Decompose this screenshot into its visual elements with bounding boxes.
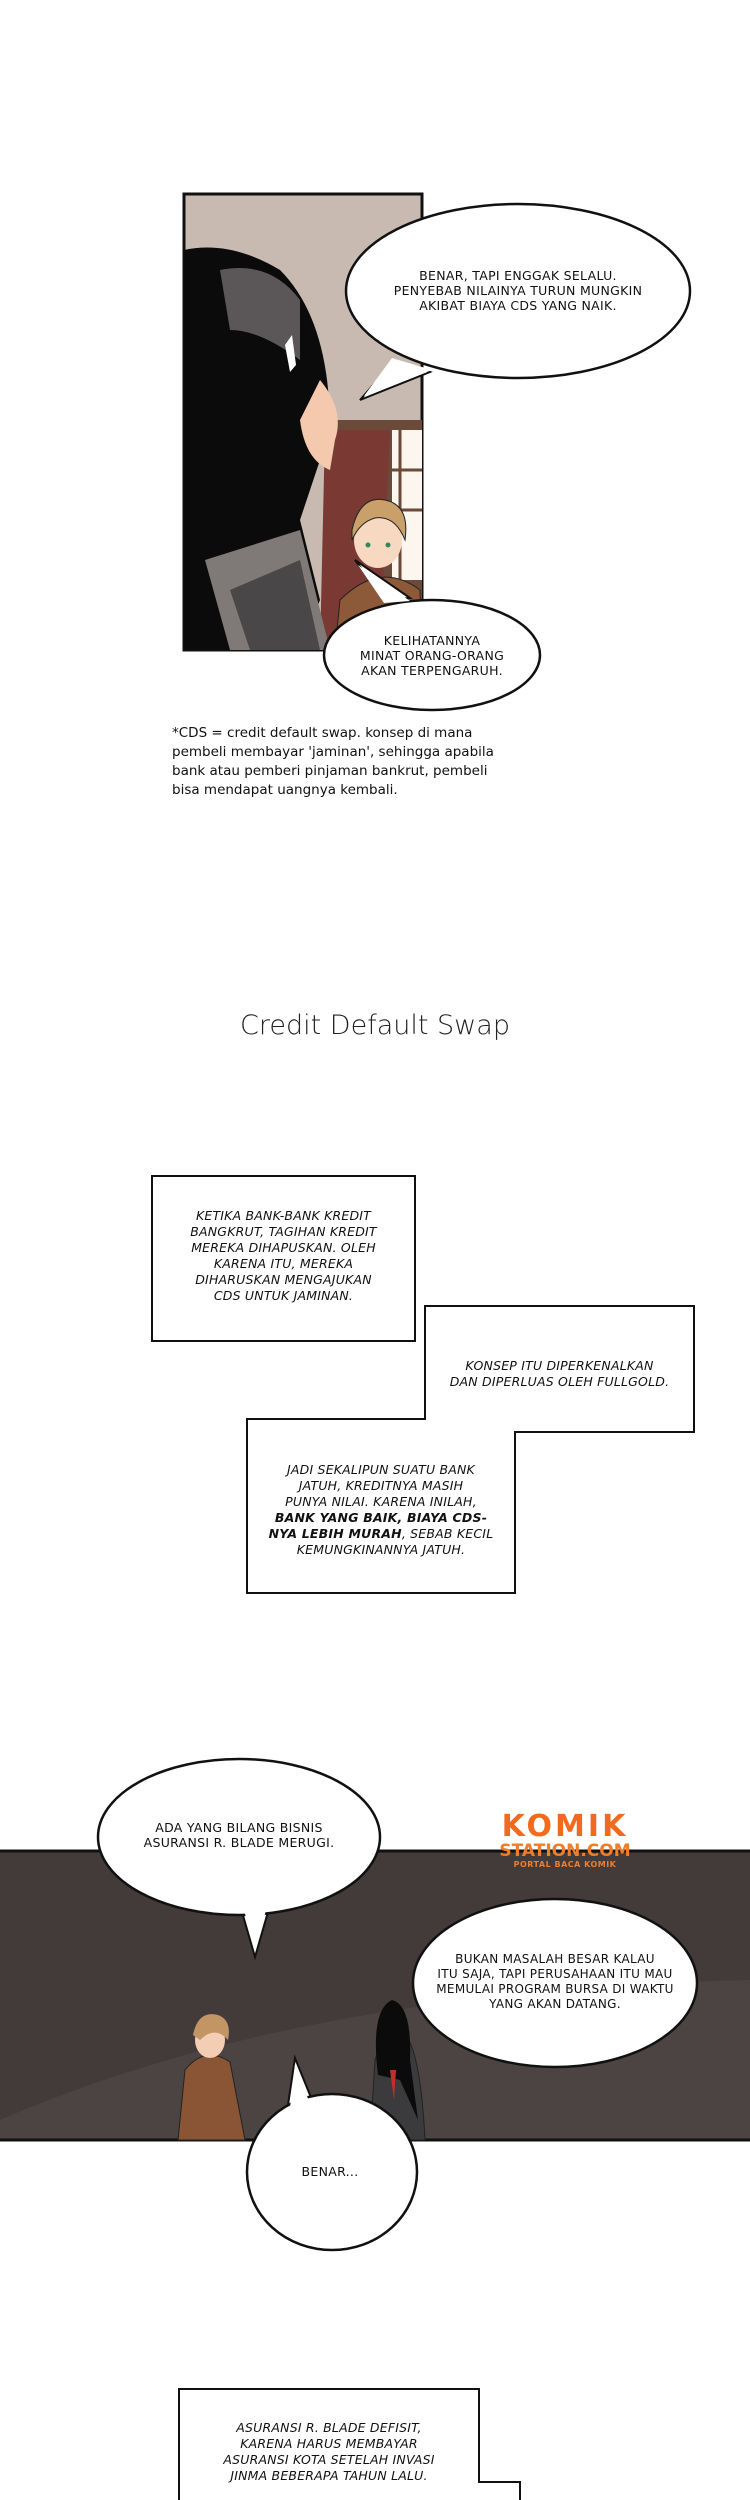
bubble-line: Kelihatannya [383,633,481,648]
bubble-2-text: Kelihatannya minat orang-orang akan terp… [340,633,524,678]
bubble-line: itu saja, tapi perusahaan itu mau [437,1967,673,1981]
bubble-line: Ada yang bilang bisnis [155,1820,323,1835]
narration-bold: NYA LEBIH MURAH [268,1526,402,1541]
narration-line: KARENA HARUS MEMBAYAR [240,2436,418,2451]
narration-line: KETIKA BANK-BANK KREDIT [195,1208,372,1223]
bubble-line: Bukan masalah besar kalau [455,1952,655,1966]
narration-line: , SEBAB KECIL [401,1526,494,1541]
bubble-line: Benar, tapi enggak selalu. [419,268,617,283]
bubble-1-text: Benar, tapi enggak selalu. Penyebab nila… [380,268,656,313]
narration-line: KEMUNGKINANNYA JATUH. [296,1542,466,1557]
narration-line: MEREKA DIHAPUSKAN. OLEH [191,1240,376,1255]
bubble-a-text: Ada yang bilang bisnis asuransi R. Blade… [120,1820,358,1850]
narration-box-1-text: KETIKA BANK-BANK KREDIT BANGKRUT, TAGIHA… [152,1208,415,1304]
speech-bubble-2 [322,559,542,712]
narration-line: JADI SEKALIPUN SUATU BANK [287,1462,475,1477]
bubble-line: akan terpengaruh. [361,663,503,678]
speech-bubble-1 [344,202,692,401]
narration-line: CDS UNTUK JAMINAN. [213,1288,354,1303]
bubble-line: yang akan datang. [489,1997,621,2011]
narration-line: PUNYA NILAI. KARENA INILAH, [285,1494,477,1509]
section-title: Credit Default Swap [240,1010,510,1041]
narration-box-4-text: ASURANSI R. BLADE DEFISIT, KARENA HARUS … [179,2420,479,2484]
narration-line: DIHARUSKAN MENGAJUKAN [195,1272,372,1287]
narration-line: KARENA ITU, MEREKA [213,1256,354,1271]
logo-line-3: PORTAL BACA KOMIK [513,1860,617,1869]
bubble-line: Penyebab nilainya turun mungkin [393,283,643,298]
logo-line-1: KOMIK [501,1809,629,1844]
narration-bold: BANK YANG BAIK, BIAYA CDS- [274,1510,488,1525]
narration-box-2-text: KONSEP ITU DIPERKENALKAN DAN DIPERLUAS O… [425,1358,694,1390]
bubble-line: minat orang-orang [359,648,505,663]
bubble-line: memulai program bursa di waktu [436,1982,674,1996]
narration-box-1 [151,1175,416,1342]
narration-line: ASURANSI KOTA SETELAH INVASI [223,2452,435,2467]
narration-line: ASURANSI R. BLADE DEFISIT, [236,2420,422,2435]
narration-box-3-text: JADI SEKALIPUN SUATU BANK JATUH, KREDITN… [247,1462,515,1558]
narration-line: JATUH, KREDITNYA MASIH [298,1478,464,1493]
bubble-line: asuransi R. Blade merugi. [143,1835,335,1850]
footnote: *CDS = credit default swap. konsep di ma… [172,725,494,798]
narration-line: KONSEP ITU DIPERKENALKAN [465,1358,654,1373]
narration-line: DAN DIPERLUAS OLEH FULLGOLD. [449,1374,670,1389]
narration-line: JINMA BEBERAPA TAHUN LALU. [230,2468,428,2483]
logo-line-2: STATION.COM [499,1841,631,1861]
bubble-line: akibat biaya CDS yang naik. [419,298,617,313]
watermark-logo: KOMIK STATION.COM PORTAL BACA KOMIK [494,1812,636,1870]
speech-bubble-a [96,1757,382,1961]
bubble-b-text: Bukan masalah besar kalau itu saja, tapi… [420,1952,690,2012]
speech-bubble-b [411,1897,699,2069]
narration-line: BANGKRUT, TAGIHAN KREDIT [190,1224,377,1239]
narration-box-4 [178,2388,521,2500]
speech-bubble-c [245,2054,419,2252]
narration-box-2-3 [246,1305,695,1594]
bubble-c-text: Benar... [301,2164,359,2179]
